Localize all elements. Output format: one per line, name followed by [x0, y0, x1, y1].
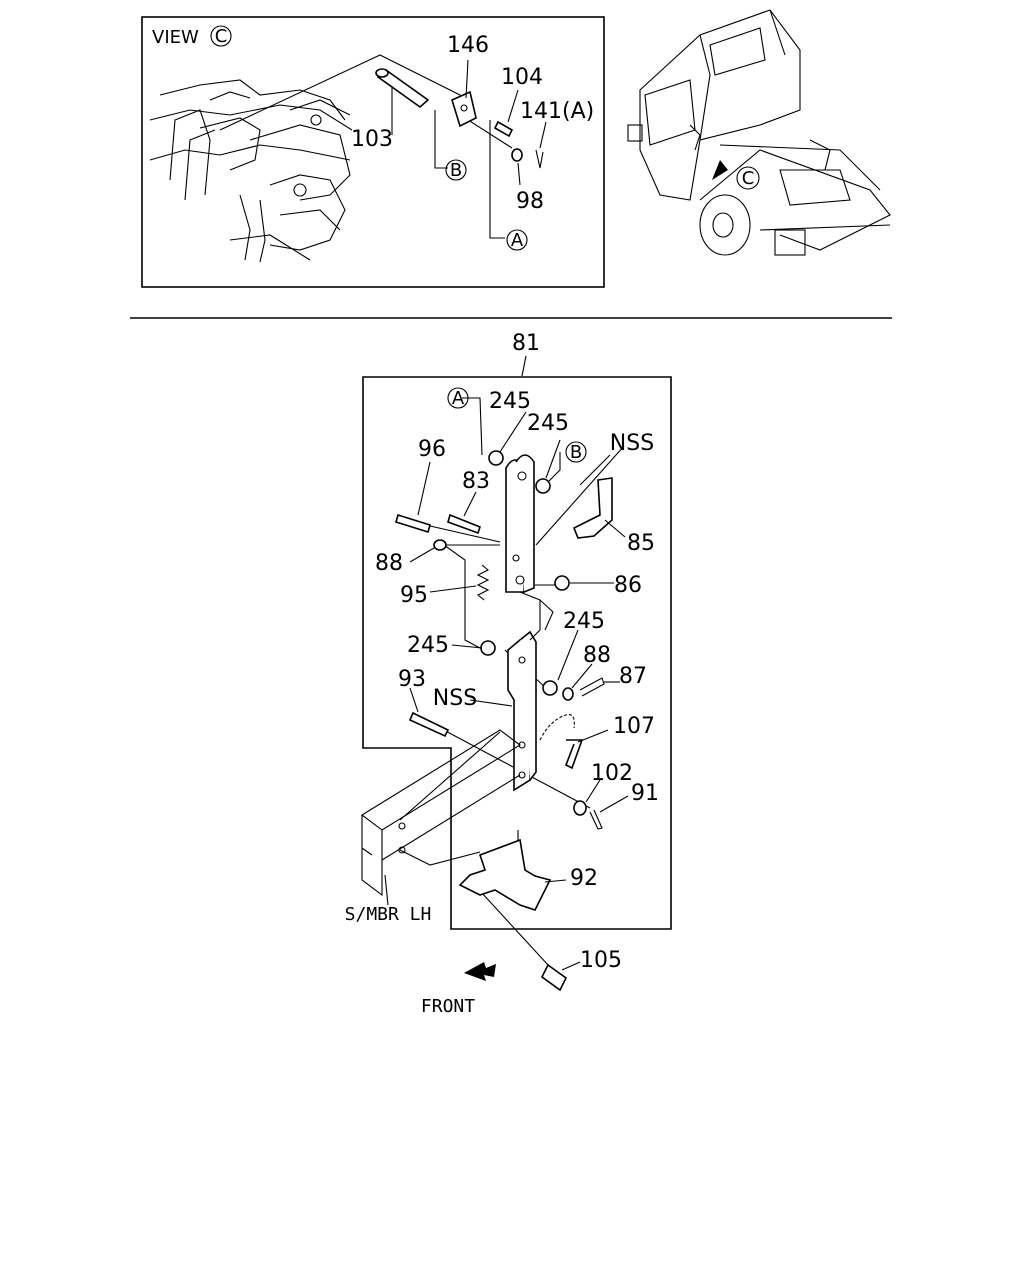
ring-86 [554, 575, 570, 591]
callout-245-a: 245 [489, 389, 531, 414]
pin-141 [535, 149, 544, 169]
callout-102: 102 [591, 761, 633, 786]
washer-102 [573, 800, 587, 816]
side-member-lh [361, 729, 521, 897]
bracket-92 [458, 838, 552, 911]
callout-86: 86 [614, 573, 642, 598]
callout-245-b: 245 [527, 411, 569, 436]
callout-107: 107 [613, 714, 655, 739]
upper-link-lever [505, 454, 535, 593]
pin-96 [395, 513, 431, 534]
view-exploded-lines [219, 54, 513, 239]
callout-88-a: 88 [375, 551, 403, 576]
lower-link-lever [507, 591, 541, 792]
chassis-sketch [149, 79, 353, 263]
callout-245-d: 245 [563, 609, 605, 634]
callout-92: 92 [570, 866, 598, 891]
pin-93 [408, 711, 450, 738]
callout-93: 93 [398, 667, 426, 692]
ref-a-main: A [452, 388, 465, 409]
callout-91: 91 [631, 781, 659, 806]
frame-label: S/MBR LH [345, 904, 432, 925]
assembly-81: 81 [345, 331, 672, 1017]
washer-88-b [562, 687, 574, 701]
callout-98: 98 [516, 189, 544, 214]
truck-sketch [627, 9, 891, 256]
callout-96: 96 [418, 437, 446, 462]
assembly-number: 81 [512, 331, 540, 356]
callout-83: 83 [462, 469, 490, 494]
callout-95: 95 [400, 583, 428, 608]
view-circle-label: C [215, 26, 228, 47]
callout-88-b: 88 [583, 643, 611, 668]
view-label: VIEW [152, 27, 199, 48]
spring-95 [476, 564, 490, 601]
bushing-245-b [535, 478, 551, 494]
ref-b-main: B [570, 442, 582, 463]
view-arrow-icon [712, 160, 728, 180]
bushing-245-d [542, 680, 558, 696]
bushing-245-a [488, 450, 504, 466]
chain-107 [539, 713, 575, 741]
view-c-panel: VIEW C [141, 16, 605, 288]
callout-105: 105 [580, 948, 622, 973]
callout-104: 104 [501, 65, 543, 90]
pin-83 [447, 513, 481, 535]
callout-87: 87 [619, 664, 647, 689]
callout-nss-top: NSS [610, 431, 654, 456]
callout-103: 103 [351, 127, 393, 152]
bolt-104 [493, 120, 514, 138]
truck-view-circle-label: C [742, 168, 755, 189]
pin-107 [564, 739, 584, 770]
assembly-boundary [362, 376, 672, 930]
front-label: FRONT [421, 996, 475, 1017]
ref-a-label: A [511, 230, 524, 251]
callout-245-c: 245 [407, 633, 449, 658]
washer-88-a [433, 539, 447, 551]
bracket-146 [451, 90, 477, 128]
bushing-245-c [480, 640, 496, 656]
bolt-105 [540, 963, 568, 992]
callout-141a: 141(A) [520, 99, 594, 124]
callout-85: 85 [627, 531, 655, 556]
washer-98 [511, 148, 523, 162]
callout-146: 146 [447, 33, 489, 58]
ref-b-label: B [450, 160, 462, 181]
bracket-85 [572, 477, 613, 539]
pin-103 [375, 68, 430, 109]
front-arrow-icon [464, 962, 496, 981]
pin-91 [589, 809, 603, 830]
pin-87 [579, 677, 605, 697]
callout-nss-mid: NSS [433, 686, 477, 711]
